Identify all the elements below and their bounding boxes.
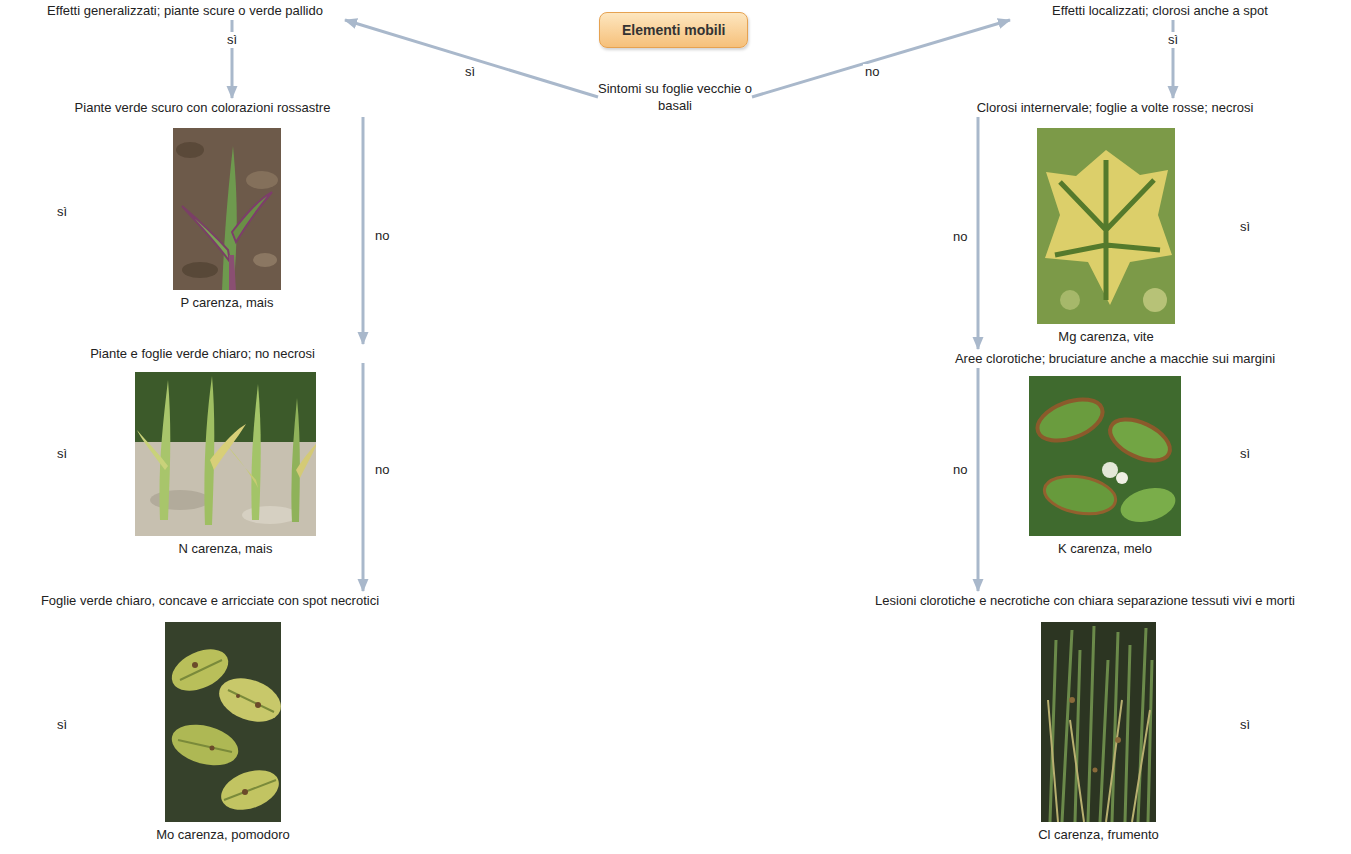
photo-caption-row: P carenza, mais [173, 295, 281, 311]
tomato-photo [165, 622, 281, 822]
photo-caption: Mg carenza, vite [1058, 329, 1153, 344]
answer-label: sì [55, 446, 69, 462]
answer-label: sì [55, 717, 69, 733]
flow-arrow [977, 117, 980, 349]
question-text: Piante verde scuro con colorazioni rossa… [75, 100, 331, 115]
photo-caption: N carenza, mais [179, 541, 273, 556]
photo-panel: Mo carenza, pomodoro [153, 622, 293, 843]
answer-label: sì [1238, 219, 1252, 235]
photo-caption: Mo carenza, pomodoro [156, 827, 290, 842]
answer-label: sì [1238, 446, 1252, 462]
photo-caption-row: Mg carenza, vite [1037, 329, 1175, 345]
branch-label: no [373, 462, 391, 478]
photo-caption: P carenza, mais [181, 295, 274, 310]
question-node: Piante e foglie verde chiaro; no necrosi [30, 345, 375, 362]
flow-arrow [362, 363, 365, 591]
question-node: Effetti generalizzati; piante scure o ve… [10, 2, 360, 19]
photo-caption: Cl carenza, frumento [1038, 827, 1159, 842]
branch-label: sì [225, 32, 239, 48]
category-title: Elementi mobili [622, 22, 725, 38]
photo-panel: N carenza, mais [135, 372, 316, 557]
flow-arrow [977, 368, 980, 591]
photo-panel: K carenza, melo [1029, 376, 1181, 557]
question-node: Sintomi su foglie vecchie o basali [598, 80, 752, 114]
question-text: Clorosi internervale; foglie a volte ros… [977, 100, 1254, 115]
apple-photo [1029, 376, 1181, 536]
photo-panel: Cl carenza, frumento [1035, 622, 1162, 843]
question-node: Lesioni clorotiche e necrotiche con chia… [835, 592, 1335, 609]
photo-panel: P carenza, mais [173, 128, 281, 311]
branch-label: sì [463, 64, 477, 80]
question-node: Effetti localizzati; clorosi anche a spo… [1000, 2, 1320, 19]
photo-caption: K carenza, melo [1058, 541, 1152, 556]
photo-caption-row: Cl carenza, frumento [1035, 827, 1162, 843]
branch-label: no [951, 229, 969, 245]
flow-arrow [345, 20, 598, 97]
photo-caption-row: K carenza, melo [1029, 541, 1181, 557]
question-node: Foglie verde chiaro, concave e arricciat… [5, 592, 415, 609]
answer-label: sì [1238, 717, 1252, 733]
photo-panel: Mg carenza, vite [1037, 128, 1175, 345]
question-node: Aree clorotiche; bruciature anche a macc… [930, 350, 1300, 367]
category-box: Elementi mobili [599, 12, 748, 48]
maize-photo [173, 128, 281, 290]
branch-label: no [373, 228, 391, 244]
vine-photo [1037, 128, 1175, 324]
question-text: Foglie verde chiaro, concave e arricciat… [41, 593, 379, 608]
branch-label: no [863, 64, 881, 80]
answer-label: sì [55, 204, 69, 220]
flow-arrow [752, 20, 1010, 97]
wheat-photo [1041, 622, 1156, 822]
question-text: Effetti localizzati; clorosi anche a spo… [1052, 3, 1268, 18]
question-text: Effetti generalizzati; piante scure o ve… [47, 3, 323, 18]
question-node: Piante verde scuro con colorazioni rossa… [30, 99, 375, 116]
question-text: Lesioni clorotiche e necrotiche con chia… [875, 593, 1295, 608]
flow-arrow [362, 117, 365, 344]
question-node: Clorosi internervale; foglie a volte ros… [930, 99, 1300, 116]
photo-caption-row: Mo carenza, pomodoro [153, 827, 293, 843]
photo-caption-row: N carenza, mais [135, 541, 316, 557]
branch-label: no [951, 462, 969, 478]
question-text: Aree clorotiche; bruciature anche a macc… [955, 351, 1275, 366]
maize-photo [135, 372, 316, 536]
question-text: Piante e foglie verde chiaro; no necrosi [90, 346, 315, 361]
branch-label: sì [1166, 32, 1180, 48]
question-text: Sintomi su foglie vecchie o basali [598, 81, 752, 113]
